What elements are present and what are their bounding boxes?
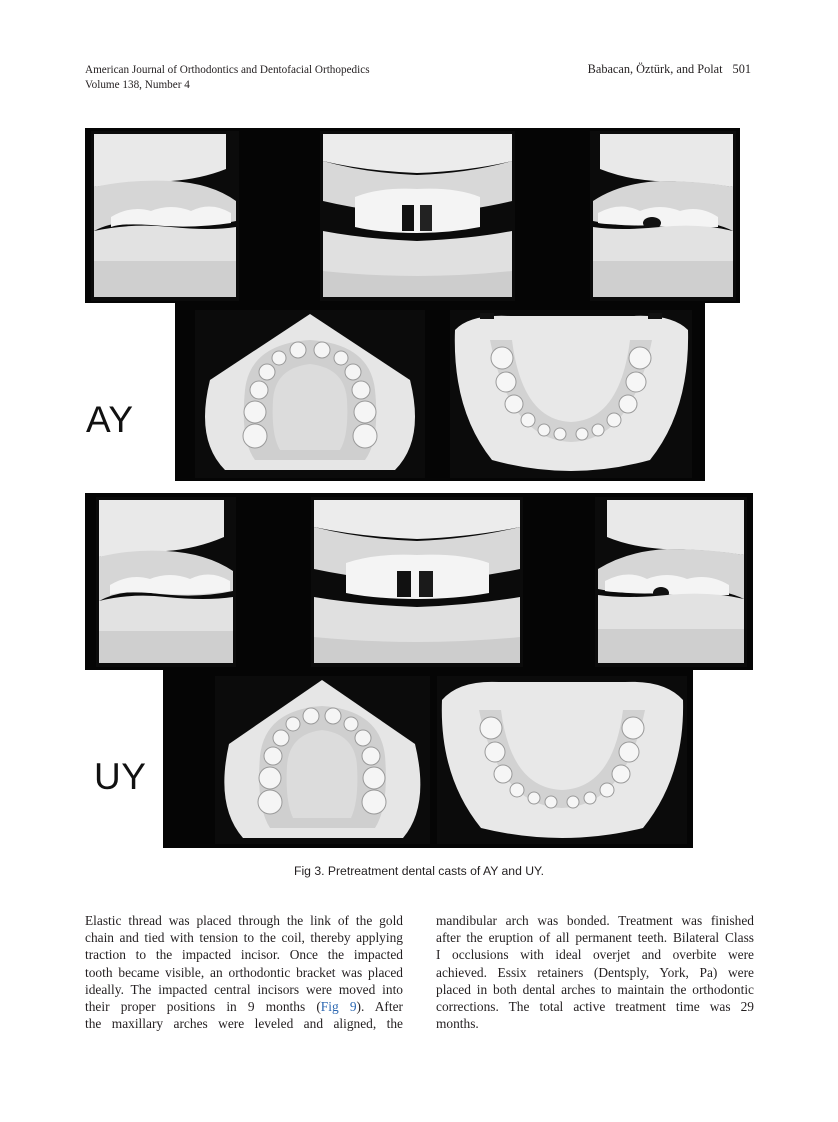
text-line: months.: [436, 1016, 479, 1032]
uy-right-lateral-occlusion-cast: [96, 497, 236, 667]
text-line-with-figure-ref: their proper positions in 9 months (Fig …: [85, 998, 403, 1015]
text-line: chain and tied with tension to the coil,…: [85, 930, 403, 946]
figure-dental-casts: AY: [85, 128, 753, 848]
text-line: Elastic thread was placed through the li…: [85, 913, 403, 928]
uy-maxillary-occlusal-cast: [215, 676, 430, 844]
body-column-right: mandibular arch was bonded. Treatment wa…: [436, 912, 754, 1032]
figure-9-link[interactable]: Fig 9: [320, 999, 357, 1015]
text-fragment: their proper positions in 9 months (: [85, 999, 321, 1015]
text-line: mandibular arch was bonded. Treatment wa…: [436, 913, 754, 928]
group-label-ay: AY: [86, 399, 140, 441]
text-fragment: ). After: [356, 999, 403, 1015]
uy-frontal-occlusion-cast: [311, 497, 523, 667]
text-line: placed in both dental arches to maintain…: [436, 981, 754, 997]
text-line: tooth became visible, an orthodontic bra…: [85, 964, 403, 980]
ay-mandibular-occlusal-cast: [450, 310, 692, 478]
ay-right-lateral-occlusion-cast: [91, 131, 239, 301]
uy-left-lateral-occlusion-cast: [595, 497, 747, 667]
uy-mandibular-occlusal-cast: [437, 676, 687, 844]
text-line: traction to the impacted incisor. Once t…: [85, 947, 403, 963]
text-line: after the eruption of all permanent teet…: [436, 930, 754, 946]
journal-name: American Journal of Orthodontics and Den…: [85, 64, 370, 76]
ay-left-lateral-occlusion-cast: [590, 131, 736, 301]
running-header-right: Babacan, Öztürk, and Polat 501: [588, 62, 751, 77]
text-line: ideally. The impacted central incisors w…: [85, 981, 403, 997]
page-number: 501: [732, 62, 751, 76]
running-header-left: American Journal of Orthodontics and Den…: [85, 63, 370, 92]
figure-caption: Fig 3. Pretreatment dental casts of AY a…: [294, 864, 544, 878]
ay-maxillary-occlusal-cast: [195, 310, 425, 478]
text-line: the maxillary arches were leveled and al…: [85, 1016, 403, 1032]
body-column-left: Elastic thread was placed through the li…: [85, 912, 403, 1032]
text-line: achieved. Essix retainers (Dentsply, Yor…: [436, 964, 754, 980]
text-line: corrections. The total active treatment …: [436, 999, 754, 1015]
journal-volume: Volume 138, Number 4: [85, 78, 190, 91]
ay-frontal-occlusion-cast: [320, 131, 515, 301]
text-line: I occlusions with ideal overjet and over…: [436, 947, 754, 963]
author-names: Babacan, Öztürk, and Polat: [587, 62, 723, 76]
group-label-uy: UY: [94, 756, 148, 798]
